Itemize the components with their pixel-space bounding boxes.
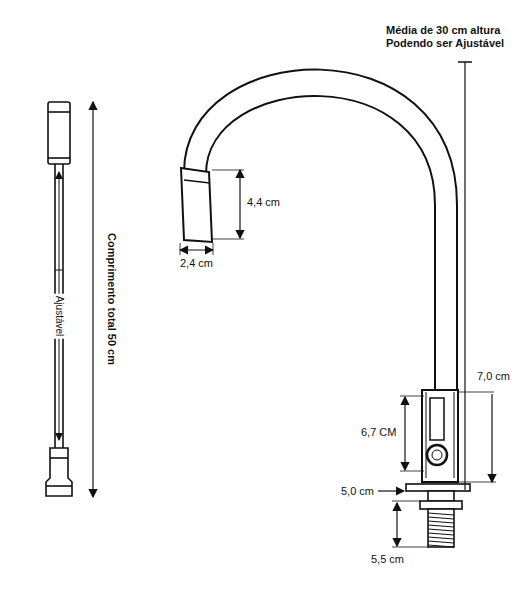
length-label: Comprimento total 50 cm xyxy=(106,231,119,367)
dimension-label: 2,4 cm xyxy=(180,257,213,270)
thread-line xyxy=(428,529,454,531)
thread-line xyxy=(428,525,454,527)
thread-line xyxy=(428,533,454,535)
dimension-label: 6,7 CM xyxy=(361,426,396,439)
thread-line xyxy=(428,513,454,515)
thread-line xyxy=(428,541,454,543)
dimension-label: 7,0 cm xyxy=(477,370,510,383)
thread-line xyxy=(428,545,454,547)
thread-line xyxy=(428,521,454,523)
adjustable-label: Ajustável xyxy=(53,294,65,339)
dimension-label: 5,5 cm xyxy=(371,553,404,566)
thread-line xyxy=(428,537,454,539)
thread-line xyxy=(428,517,454,519)
dimension-label: 4,4 cm xyxy=(247,196,280,209)
dimension-label: 5,0 cm xyxy=(341,485,374,498)
height-note: Média de 30 cm altura Podendo ser Ajustá… xyxy=(386,24,516,49)
